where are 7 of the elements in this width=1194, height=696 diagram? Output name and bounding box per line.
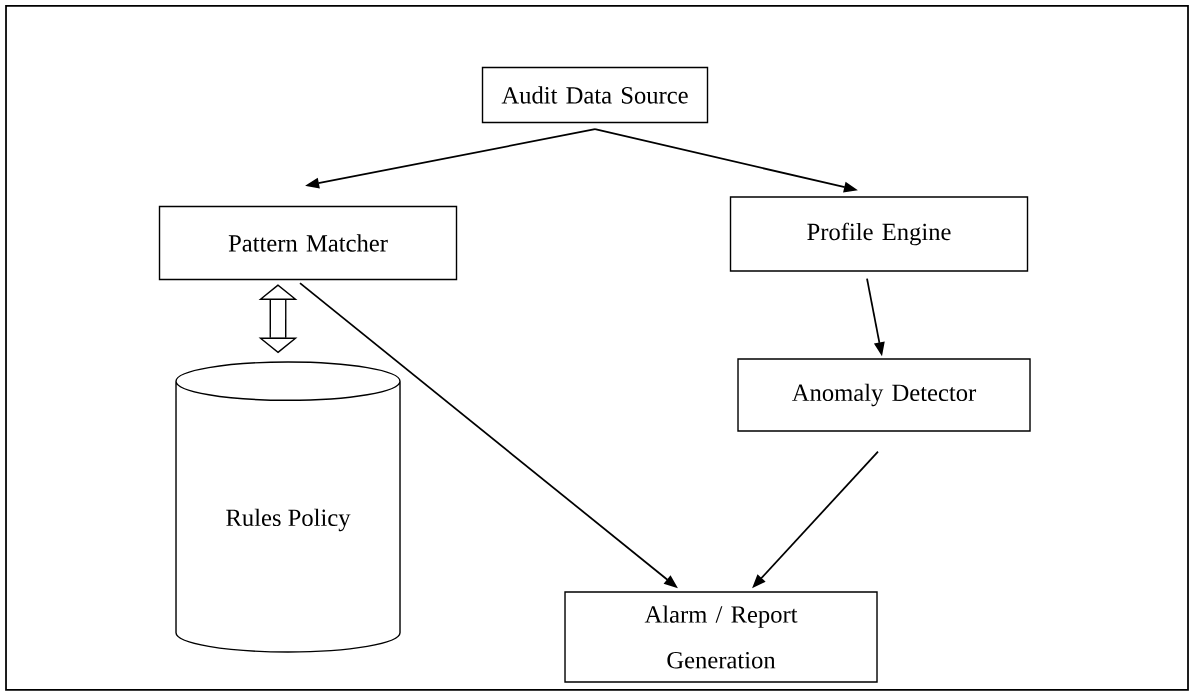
process-box: Profile Engine (729, 196, 1029, 272)
process-box: Pattern Matcher (158, 205, 458, 281)
process-box: Anomaly Detector (737, 358, 1031, 432)
database-cylinder: Rules Policy (175, 361, 401, 653)
process-box: Audit Data Source (481, 66, 709, 124)
process-box: Alarm / Report Generation (564, 591, 878, 683)
arrow (258, 284, 298, 354)
